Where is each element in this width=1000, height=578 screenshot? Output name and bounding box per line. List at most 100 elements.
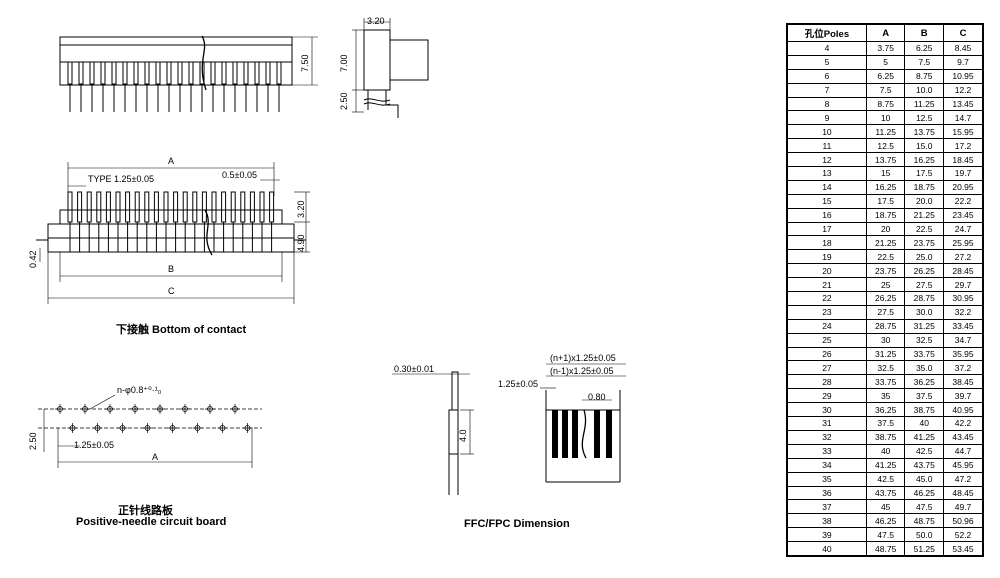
header-A: A	[865, 23, 906, 42]
table-cell: 31.25	[865, 346, 906, 362]
table-cell: 45.0	[904, 471, 945, 487]
table-cell: 46.25	[865, 513, 906, 529]
table-cell: 33	[786, 443, 867, 459]
table-cell: 38.45	[943, 374, 984, 390]
table-cell: 24	[786, 318, 867, 334]
table-cell: 8.75	[865, 96, 906, 112]
table-cell: 40	[865, 443, 906, 459]
table-cell: 53.45	[943, 541, 984, 557]
table-cell: 17.5	[865, 193, 906, 209]
height-320-dim: 3.20	[296, 200, 306, 218]
table-cell: 4	[786, 41, 867, 56]
contact-pin	[221, 191, 227, 223]
table-cell: 25.95	[943, 235, 984, 251]
table-cell: 10	[865, 110, 906, 126]
contact-pin	[153, 191, 159, 223]
hole-dim: n-φ0.8⁺⁰·¹₀	[117, 385, 162, 395]
ffc-n-plus-dim: (n+1)x1.25±0.05	[550, 353, 616, 363]
table-cell: 28	[786, 374, 867, 390]
table-cell: 10.0	[904, 82, 945, 98]
table-cell: 12	[786, 152, 867, 168]
table-cell: 31.25	[904, 318, 945, 334]
table-cell: 37.5	[904, 388, 945, 404]
table-cell: 30.0	[904, 304, 945, 320]
table-cell: 32	[786, 429, 867, 445]
table-cell: 29.7	[943, 277, 984, 293]
table-cell: 30	[786, 402, 867, 418]
table-cell: 27.5	[865, 304, 906, 320]
contact-pin	[67, 191, 73, 223]
table-cell: 42.5	[865, 471, 906, 487]
table-cell: 12.2	[943, 82, 984, 98]
contact-pin	[86, 191, 92, 223]
table-cell: 6.25	[904, 41, 945, 56]
table-cell: 43.75	[865, 485, 906, 501]
ffc-length-dim: 4.0	[458, 429, 468, 442]
table-cell: 7	[786, 82, 867, 98]
technical-drawing	[36, 18, 626, 495]
header-B: B	[904, 23, 945, 42]
table-cell: 5	[786, 54, 867, 70]
connector-pin	[78, 61, 84, 85]
table-cell: 47.5	[865, 527, 906, 543]
contact-pin	[211, 191, 217, 223]
table-cell: 23	[786, 304, 867, 320]
pcb-pitch-dim: 1.25±0.05	[74, 440, 114, 450]
ffc-n-minus-dim: (n-1)x1.25±0.05	[550, 366, 614, 376]
table-cell: 19.7	[943, 166, 984, 181]
table-cell: 33.75	[904, 346, 945, 362]
side-width-dim: 3.20	[367, 16, 385, 26]
side-height-dim: 7.00	[339, 54, 349, 72]
ffc-conductor	[562, 410, 568, 458]
connector-bottom-view	[36, 162, 310, 304]
contact-pin	[125, 191, 131, 223]
caption-pcb-cn: 正针线路板	[118, 505, 173, 517]
table-cell: 27.2	[943, 249, 984, 265]
ffc-conductor	[594, 410, 600, 458]
connector-pin	[188, 61, 194, 85]
contact-pin	[144, 191, 150, 223]
table-cell: 49.7	[943, 499, 984, 515]
table-cell: 33.45	[943, 318, 984, 334]
connector-pin	[265, 61, 271, 85]
contact-pin	[259, 191, 265, 223]
height-042-dim: 0.42	[28, 250, 38, 268]
table-cell: 30.95	[943, 291, 984, 306]
side-low-dim: 2.50	[339, 92, 349, 110]
table-cell: 15.0	[904, 138, 945, 154]
table-cell: 11	[786, 138, 867, 154]
table-cell: 12.5	[904, 110, 945, 126]
table-cell: 43.75	[904, 457, 945, 473]
table-cell: 17.5	[904, 166, 945, 181]
caption-pcb-en: Positive-needle circuit board	[76, 516, 227, 528]
connector-pin	[111, 61, 117, 85]
table-cell: 50.96	[943, 513, 984, 529]
table-cell: 33.75	[865, 374, 906, 390]
contact-pin	[96, 191, 102, 223]
header-C: C	[943, 23, 984, 42]
connector-top-view	[59, 35, 318, 112]
table-cell: 15	[865, 166, 906, 181]
table-cell: 26.25	[865, 291, 906, 306]
ffc-pitch-dim: 1.25±0.05	[498, 379, 538, 389]
table-cell: 34	[786, 457, 867, 473]
table-cell: 6	[786, 68, 867, 84]
table-cell: 9	[786, 110, 867, 126]
table-cell: 25	[865, 277, 906, 293]
table-cell: 10	[786, 124, 867, 140]
